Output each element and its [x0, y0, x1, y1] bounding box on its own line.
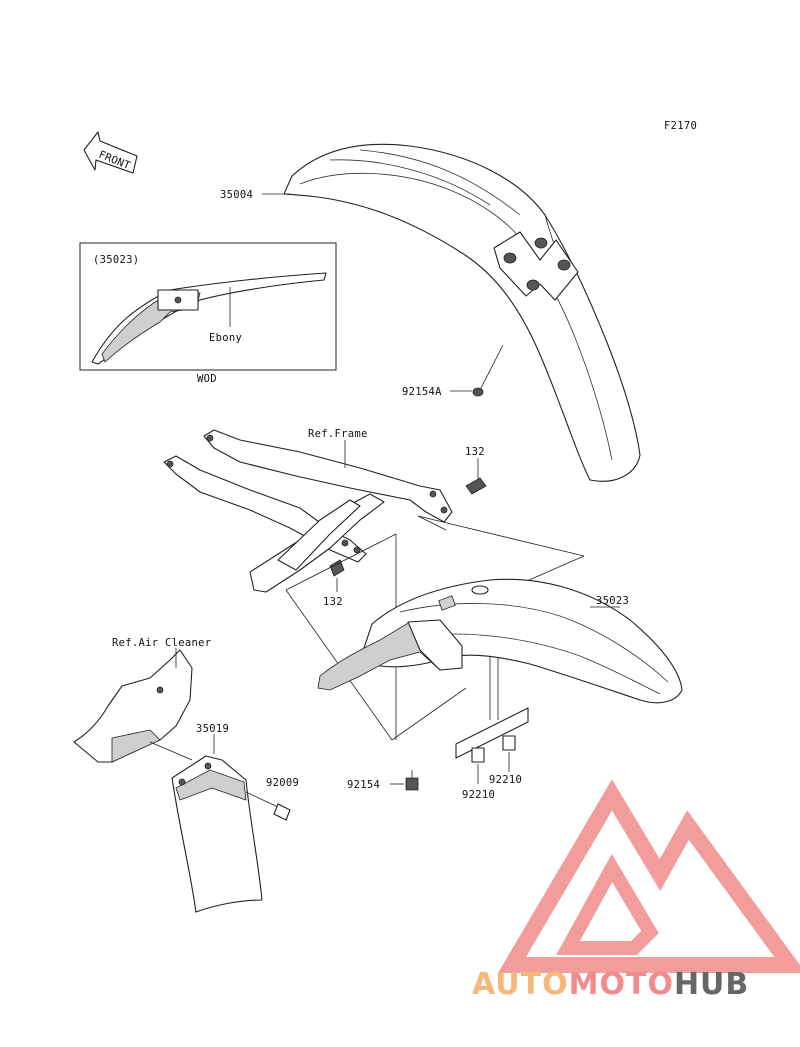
callout-92210-left: 92210 — [462, 789, 495, 801]
air-cleaner-ref — [73, 649, 193, 763]
watermark-part2: MOTO — [569, 967, 674, 1002]
watermark-part3: HUB — [674, 967, 749, 1002]
callout-35023: 35023 — [596, 595, 629, 607]
bolt-92154A — [472, 344, 504, 397]
bolt-132-bottom — [329, 559, 345, 592]
bolt-92154 — [405, 770, 419, 791]
nut-plates-92210 — [455, 707, 529, 784]
watermark-part1: AUTO — [472, 967, 569, 1002]
watermark-text: AUTOMOTOHUB — [472, 967, 749, 1002]
callout-132-top: 132 — [465, 446, 485, 458]
bolt-132-top — [465, 458, 487, 495]
callout-ref-air-cleaner: Ref.Air Cleaner — [112, 637, 211, 649]
watermark-logo — [498, 779, 800, 973]
mud-flap-35019 — [149, 741, 263, 913]
inset-box: (35023) Ebony WOD — [79, 242, 337, 385]
label-ebony: Ebony — [209, 332, 242, 344]
callout-ref-frame: Ref.Frame — [308, 428, 368, 440]
callout-92154A: 92154A — [402, 386, 442, 398]
callout-35019: 35019 — [196, 723, 229, 735]
callout-92210-right: 92210 — [489, 774, 522, 786]
callout-92009: 92009 — [266, 777, 299, 789]
callout-35004: 35004 — [220, 189, 253, 201]
label-wod: WOD — [197, 373, 217, 385]
callout-92154: 92154 — [347, 779, 380, 791]
bolt-92009 — [245, 791, 291, 821]
callout-132-bottom: 132 — [323, 596, 343, 608]
rear-fender-35023 — [317, 578, 683, 704]
callout-35023-inset: (35023) — [93, 254, 139, 266]
figure-code: F2170 — [664, 120, 697, 132]
rear-frame — [163, 429, 453, 593]
front-arrow-icon: FRONT — [83, 131, 138, 174]
front-fender-35004 — [283, 143, 641, 482]
